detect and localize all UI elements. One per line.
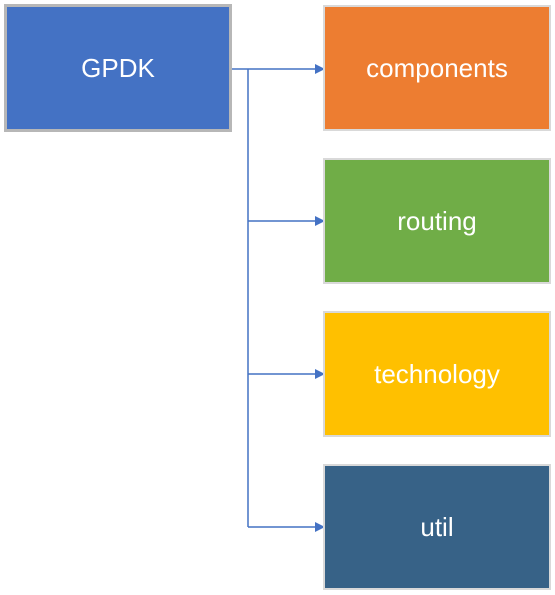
child-node-label: technology (374, 359, 500, 389)
child-node-label: routing (397, 206, 477, 236)
root-node-label: GPDK (81, 53, 155, 83)
child-node-label: components (366, 53, 508, 83)
root-node-gpdk: GPDK (4, 4, 232, 132)
child-node-label: util (420, 512, 454, 542)
child-node-components: components (323, 5, 551, 131)
child-node-technology: technology (323, 311, 551, 437)
child-node-routing: routing (323, 158, 551, 284)
child-node-util: util (323, 464, 551, 590)
